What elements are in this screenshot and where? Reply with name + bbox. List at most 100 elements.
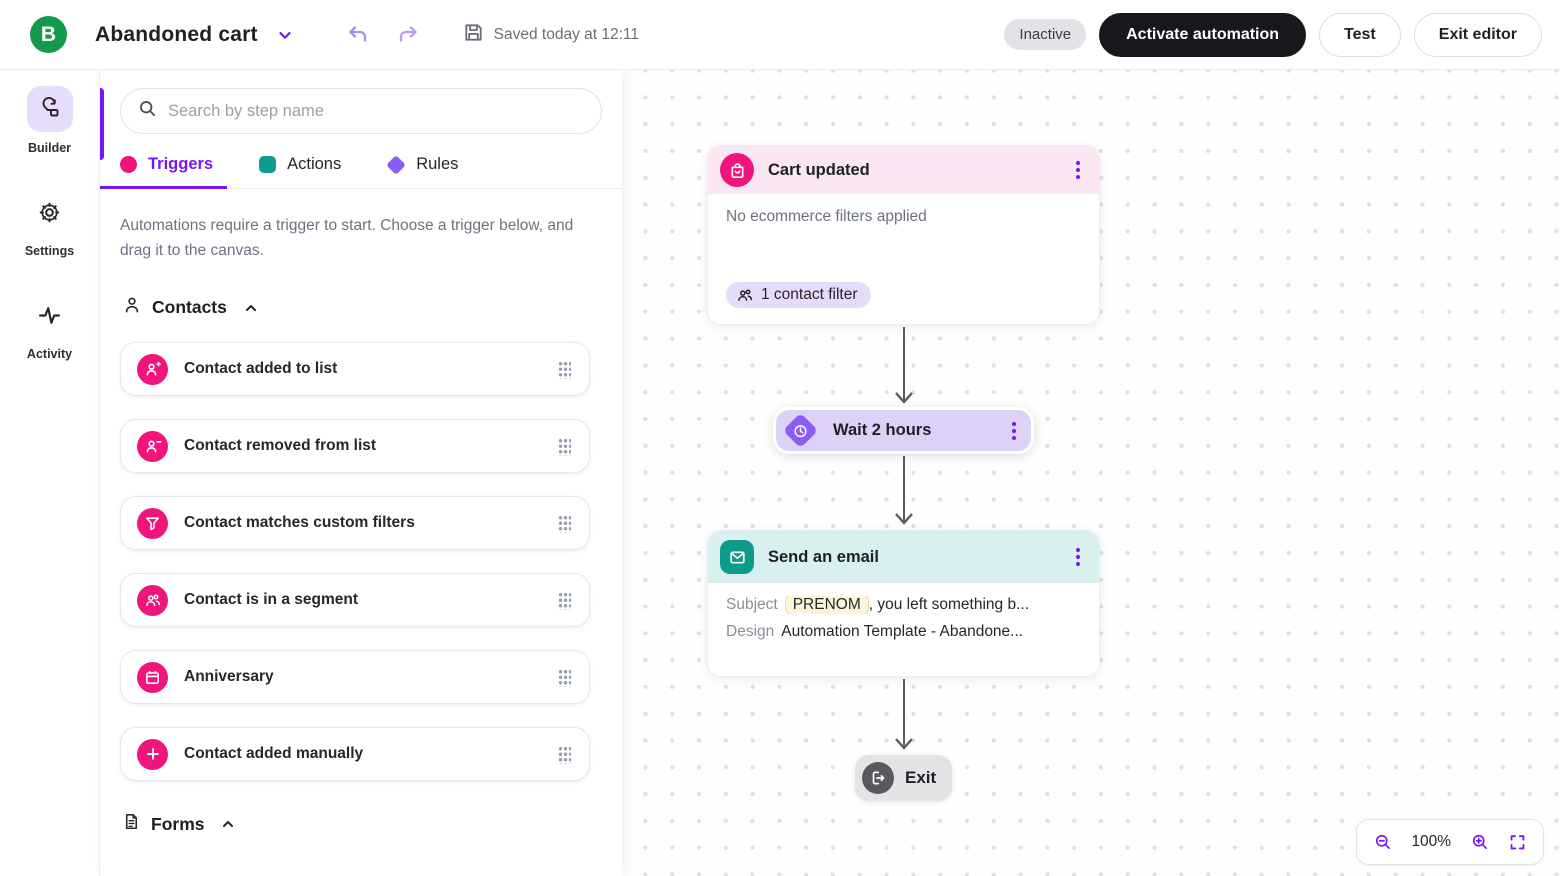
title-chevron-down-icon[interactable] — [276, 26, 294, 44]
node-cart-updated-header: Cart updated — [708, 146, 1099, 194]
trigger-card-anniversary[interactable]: Anniversary — [120, 650, 590, 705]
status-badge: Inactive — [1004, 19, 1087, 50]
exit-icon — [862, 762, 894, 794]
trigger-card-label: Contact added to list — [184, 360, 338, 378]
tab-rules[interactable]: Rules — [386, 139, 459, 188]
search-input[interactable] — [168, 101, 585, 121]
calendar-icon — [137, 661, 168, 693]
triggers-circle-marker-icon — [120, 156, 137, 173]
merge-tag: PRENOM — [784, 596, 869, 614]
node-send-an-email[interactable]: Send an email Subject PRENOM, you left so… — [707, 530, 1100, 677]
drag-handle-icon[interactable] — [557, 667, 571, 687]
test-button[interactable]: Test — [1319, 12, 1401, 57]
kebab-menu-icon[interactable] — [1071, 544, 1085, 570]
shopping-bag-icon — [720, 153, 754, 187]
email-design-line: Design Automation Template - Abandone... — [726, 623, 1081, 641]
trigger-card-label: Anniversary — [184, 668, 274, 686]
zoom-out-icon[interactable] — [1373, 832, 1393, 852]
node-exit[interactable]: Exit — [855, 755, 952, 801]
saved-status: Saved today at 12:11 — [493, 25, 640, 43]
flow-builder-icon — [26, 86, 73, 132]
tab-rules-label: Rules — [416, 155, 459, 173]
fit-screen-icon[interactable] — [1508, 833, 1527, 852]
node-title: Wait 2 hours — [833, 421, 932, 439]
node-cart-updated-body: No ecommerce filters applied 1 contact f… — [708, 194, 1099, 324]
connector-arrow — [895, 679, 913, 750]
subject-label: Subject — [726, 596, 778, 613]
trigger-card-contact-matches-custom-filters[interactable]: Contact matches custom filters — [120, 496, 590, 551]
document-icon — [122, 812, 141, 836]
node-title: Send an email — [768, 547, 879, 566]
drag-handle-icon[interactable] — [557, 590, 571, 610]
canvas-zoom-toolbar: 100% — [1356, 819, 1544, 865]
nav-item-settings[interactable]: Settings — [0, 189, 99, 258]
steps-side-panel: Triggers Actions Rules Automations requi… — [100, 70, 622, 876]
automation-canvas[interactable]: Cart updated No ecommerce filters applie… — [622, 70, 1560, 876]
contact-filter-badge-label: 1 contact filter — [761, 286, 858, 303]
trigger-card-label: Contact matches custom filters — [184, 514, 415, 532]
funnel-icon — [137, 507, 168, 539]
person-minus-icon — [137, 430, 168, 462]
chevron-up-icon — [220, 816, 236, 832]
tab-triggers[interactable]: Triggers — [100, 139, 228, 189]
top-header: B Abandoned cart Saved today at 12:11 In… — [0, 0, 1560, 70]
gear-icon — [27, 189, 73, 235]
exit-editor-button[interactable]: Exit editor — [1413, 12, 1542, 57]
exit-node-label: Exit — [905, 768, 937, 787]
node-cart-updated[interactable]: Cart updated No ecommerce filters applie… — [707, 145, 1100, 325]
redo-icon[interactable] — [396, 23, 420, 47]
search-icon — [137, 98, 158, 124]
step-search-box[interactable] — [120, 88, 602, 134]
node-wait-2-hours[interactable]: Wait 2 hours — [773, 407, 1034, 454]
ecommerce-filters-text: No ecommerce filters applied — [726, 208, 927, 225]
trigger-card-label: Contact is in a segment — [184, 591, 358, 609]
chevron-up-icon — [243, 300, 259, 316]
contact-filter-badge[interactable]: 1 contact filter — [726, 282, 871, 308]
trigger-card-label: Contact added manually — [184, 745, 364, 763]
kebab-menu-icon[interactable] — [1007, 418, 1021, 444]
brevo-logo: B — [30, 16, 67, 53]
drag-handle-icon[interactable] — [557, 513, 571, 533]
node-send-email-header: Send an email — [708, 531, 1099, 583]
undo-icon[interactable] — [346, 23, 370, 47]
email-subject-line: Subject PRENOM, you left something b... — [726, 596, 1081, 614]
trigger-card-contact-is-in-a-segment[interactable]: Contact is in a segment — [120, 573, 590, 628]
active-nav-indicator — [100, 88, 104, 160]
left-nav-rail: Builder Settings Activity — [0, 70, 100, 876]
forms-section-header[interactable]: Forms — [100, 804, 622, 858]
activity-pulse-icon — [27, 292, 73, 338]
activate-automation-button[interactable]: Activate automation — [1099, 12, 1307, 57]
node-send-email-body: Subject PRENOM, you left something b... D… — [708, 583, 1099, 663]
logo-letter: B — [40, 22, 57, 46]
nav-label-activity: Activity — [26, 347, 73, 361]
nav-label-settings: Settings — [24, 244, 75, 258]
trigger-card-contact-added-manually[interactable]: Contact added manually — [120, 727, 590, 782]
envelope-icon — [720, 540, 754, 574]
tab-actions-label: Actions — [287, 155, 342, 173]
automation-title: Abandoned cart — [95, 22, 258, 46]
nav-item-builder[interactable]: Builder — [0, 86, 99, 155]
connector-arrow — [895, 327, 913, 404]
people-group-icon — [137, 584, 168, 616]
trigger-card-contact-added-to-list[interactable]: Contact added to list — [120, 342, 590, 397]
drag-handle-icon[interactable] — [557, 359, 571, 379]
contacts-section-header[interactable]: Contacts — [100, 271, 622, 342]
contacts-section-title: Contacts — [152, 297, 227, 318]
subject-text: , you left something b... — [868, 596, 1030, 613]
drag-handle-icon[interactable] — [557, 744, 571, 764]
nav-item-activity[interactable]: Activity — [0, 292, 99, 361]
trigger-card-label: Contact removed from list — [184, 437, 377, 455]
tab-actions[interactable]: Actions — [259, 139, 341, 188]
connector-arrow — [895, 456, 913, 525]
zoom-in-icon[interactable] — [1470, 832, 1490, 852]
trigger-card-list: Contact added to list Contact removed fr… — [100, 342, 622, 782]
clock-icon — [782, 412, 819, 449]
design-text: Automation Template - Abandone... — [781, 623, 1024, 640]
triggers-description: Automations require a trigger to start. … — [120, 217, 574, 260]
kebab-menu-icon[interactable] — [1071, 157, 1085, 183]
tab-triggers-label: Triggers — [148, 155, 214, 173]
design-label: Design — [726, 623, 775, 640]
step-type-tabs: Triggers Actions Rules — [100, 139, 622, 189]
trigger-card-contact-removed-from-list[interactable]: Contact removed from list — [120, 419, 590, 474]
drag-handle-icon[interactable] — [557, 436, 571, 456]
